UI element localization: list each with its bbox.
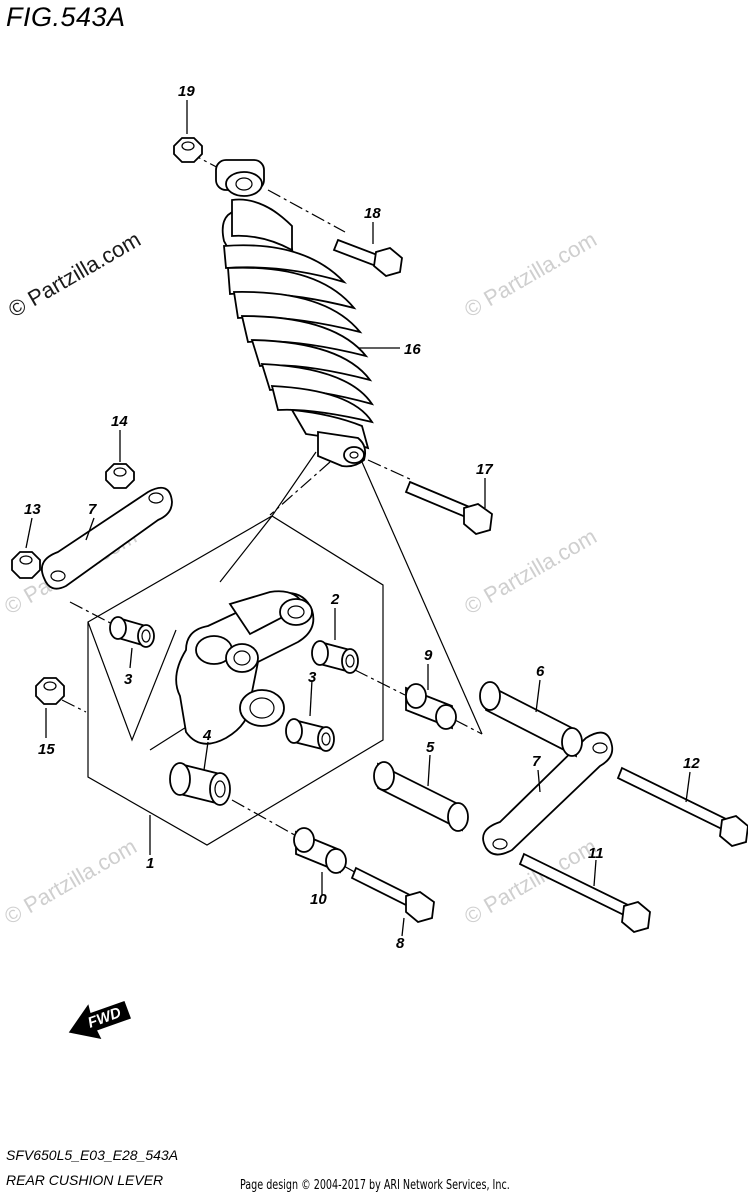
callout-11: 11 (588, 845, 604, 862)
bearing-4 (169, 762, 231, 806)
callout-4: 4 (202, 727, 212, 744)
bearing-3-left (109, 616, 155, 648)
watermark-main: © Partzilla.com (4, 227, 145, 323)
guide-line (269, 461, 331, 516)
spacer-5 (373, 761, 469, 832)
bolt-12 (616, 766, 748, 847)
callout-17: 17 (476, 461, 493, 478)
callout-12: 12 (683, 755, 700, 772)
callout-5: 5 (426, 739, 435, 756)
callout-9: 9 (424, 647, 433, 664)
fwd-arrow-icon: FWD (68, 1001, 131, 1040)
nut-14 (105, 463, 135, 489)
bolt-8 (350, 866, 435, 923)
callout-16: 16 (404, 341, 421, 358)
watermark: © Partzilla.com (460, 227, 601, 323)
axis-lines (61, 151, 483, 876)
nut-15 (35, 677, 65, 705)
callout-2: 2 (330, 591, 340, 608)
shock-spring (223, 244, 375, 424)
spacer-9 (405, 683, 457, 730)
callout-19: 19 (178, 83, 195, 100)
callouts: 19 18 16 17 14 13 7 2 3 3 9 6 15 4 5 7 1… (24, 83, 700, 952)
cushion-lever-1 (175, 590, 315, 745)
callout-3-left: 3 (124, 671, 133, 688)
leader-lines (25, 100, 691, 937)
callout-15: 15 (38, 741, 55, 758)
nut-13 (11, 551, 41, 579)
callout-7-upper: 7 (88, 501, 97, 518)
watermark: © Partzilla.com (0, 834, 141, 930)
callout-13: 13 (24, 501, 41, 518)
bolt-11 (518, 852, 651, 933)
rod-7-upper (40, 486, 173, 590)
nut-19 (173, 137, 203, 163)
figure-code: SFV650L5_E03_E28_543A (6, 1147, 179, 1163)
figure-title: FIG.543A (6, 2, 126, 32)
callout-7-lower: 7 (532, 753, 541, 770)
watermark: © Partzilla.com (460, 524, 601, 620)
callout-6: 6 (536, 663, 545, 680)
rod-7-lower (482, 731, 614, 856)
bolt-18 (332, 238, 403, 277)
spacer-6 (479, 681, 583, 758)
guide-line (361, 461, 483, 735)
bearing-2 (311, 640, 359, 674)
callout-18: 18 (364, 205, 381, 222)
page-credit: Page design © 2004-2017 by ARI Network S… (240, 1178, 510, 1193)
guide-line (219, 451, 317, 583)
callout-3-right: 3 (308, 669, 317, 686)
bearing-3-right (285, 718, 335, 752)
shock-absorber-16 (215, 159, 375, 468)
spacer-10 (293, 827, 347, 874)
callout-8: 8 (396, 935, 405, 952)
bolt-17 (404, 480, 493, 535)
callout-10: 10 (310, 891, 327, 908)
guide-line (87, 621, 177, 742)
callout-14: 14 (111, 413, 128, 430)
figure-name: REAR CUSHION LEVER (6, 1172, 164, 1188)
callout-1: 1 (146, 855, 154, 872)
